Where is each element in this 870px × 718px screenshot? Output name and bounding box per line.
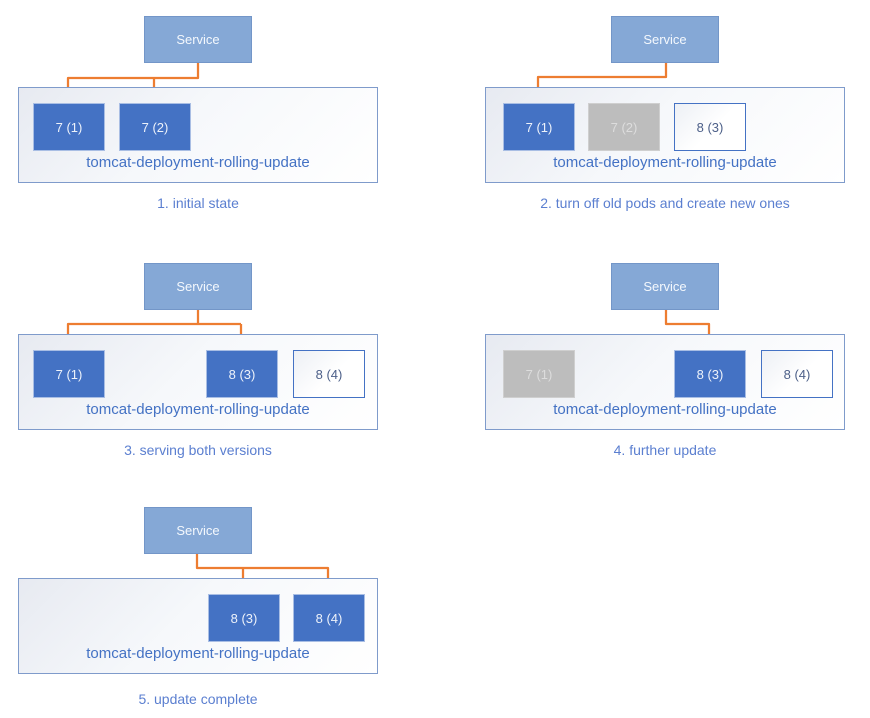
panel-further-update: Service 7 (1) 8 (3) 8 (4) tomcat-deploym… — [467, 247, 870, 479]
pod: 8 (4) — [293, 350, 365, 398]
service-box: Service — [144, 16, 252, 63]
pod: 8 (3) — [206, 350, 278, 398]
pod: 8 (3) — [208, 594, 280, 642]
pod-label: 7 (1) — [55, 119, 83, 135]
deployment-label: tomcat-deployment-rolling-update — [86, 401, 310, 418]
deployment-box: 7 (1) 7 (2) tomcat-deployment-rolling-up… — [18, 87, 378, 183]
pod: 8 (4) — [293, 594, 365, 642]
pod: 7 (2) — [588, 103, 660, 151]
step-caption: 1. initial state — [157, 195, 239, 211]
service-label: Service — [176, 523, 220, 538]
pod-label: 7 (2) — [610, 119, 638, 135]
pod-label: 7 (1) — [525, 366, 553, 382]
service-box: Service — [144, 507, 252, 554]
panel-initial-state: Service 7 (1) 7 (2) tomcat-deployment-ro… — [0, 0, 435, 232]
pod-label: 8 (3) — [230, 610, 258, 626]
pod-label: 8 (4) — [315, 610, 343, 626]
service-label: Service — [176, 279, 220, 294]
pod-label: 8 (3) — [228, 366, 256, 382]
deployment-label: tomcat-deployment-rolling-update — [86, 645, 310, 662]
pod: 7 (1) — [33, 350, 105, 398]
step-caption: 2. turn off old pods and create new ones — [540, 195, 790, 211]
step-caption: 5. update complete — [138, 691, 258, 707]
pod: 7 (1) — [33, 103, 105, 151]
pod: 8 (3) — [674, 350, 746, 398]
pod-label: 8 (3) — [696, 366, 724, 382]
deployment-box: 7 (1) 7 (2) 8 (3) tomcat-deployment-roll… — [485, 87, 845, 183]
deployment-label: tomcat-deployment-rolling-update — [553, 154, 777, 171]
step-caption: 4. further update — [613, 442, 717, 458]
service-label: Service — [643, 279, 687, 294]
service-box: Service — [144, 263, 252, 310]
panel-turn-off-old-pods: Service 7 (1) 7 (2) 8 (3) tomcat-deploym… — [467, 0, 870, 232]
pod-label: 8 (4) — [315, 366, 343, 382]
deployment-box: 7 (1) 8 (3) 8 (4) tomcat-deployment-roll… — [18, 334, 378, 430]
deployment-box: 7 (1) 8 (3) 8 (4) tomcat-deployment-roll… — [485, 334, 845, 430]
service-box: Service — [611, 263, 719, 310]
pod: 8 (3) — [674, 103, 746, 151]
deployment-label: tomcat-deployment-rolling-update — [553, 401, 777, 418]
service-box: Service — [611, 16, 719, 63]
deployment-label: tomcat-deployment-rolling-update — [86, 154, 310, 171]
panel-update-complete: Service 8 (3) 8 (4) tomcat-deployment-ro… — [0, 491, 435, 718]
pod-label: 8 (4) — [783, 366, 811, 382]
pod-label: 7 (2) — [141, 119, 169, 135]
service-label: Service — [643, 32, 687, 47]
pod: 8 (4) — [761, 350, 833, 398]
service-label: Service — [176, 32, 220, 47]
step-caption: 3. serving both versions — [124, 442, 272, 458]
pod: 7 (1) — [503, 103, 575, 151]
panel-serving-both-versions: Service 7 (1) 8 (3) 8 (4) tomcat-deploym… — [0, 247, 435, 479]
deployment-box: 8 (3) 8 (4) tomcat-deployment-rolling-up… — [18, 578, 378, 674]
pod: 7 (2) — [119, 103, 191, 151]
pod-label: 7 (1) — [55, 366, 83, 382]
pod-label: 7 (1) — [525, 119, 553, 135]
pod-label: 8 (3) — [696, 119, 724, 135]
pod: 7 (1) — [503, 350, 575, 398]
